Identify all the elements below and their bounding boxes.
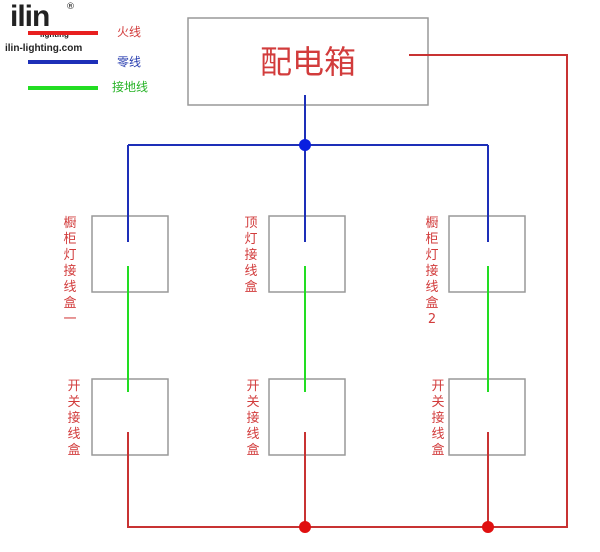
lower-box-1-label: 开关接线盒 — [67, 379, 81, 458]
live-junction-dot-right — [482, 521, 494, 533]
lower-box-2-label: 开关接线盒 — [246, 379, 260, 458]
distribution-box-label: 配电箱 — [259, 43, 356, 81]
registered-mark: ® — [66, 2, 75, 12]
live-wire — [127, 54, 568, 528]
upper-box-1 — [91, 215, 169, 293]
ground-wire — [127, 266, 489, 392]
brand-website: ilin-lighting.com — [5, 43, 83, 54]
upper-box-2-label: 顶灯接线盒 — [244, 216, 258, 295]
legend-label-live: 火线 — [117, 25, 142, 39]
lower-box-3-label: 开关接线盒 — [431, 379, 445, 458]
upper-box-1-label: 橱柜灯接线盒一 — [63, 216, 77, 327]
upper-box-3-label: 橱柜灯接线盒2 — [425, 216, 439, 327]
brand-logo: ilin — [10, 0, 50, 33]
neutral-junction-dot — [299, 139, 311, 151]
lower-box-1 — [91, 378, 169, 456]
legend-label-neutral: 零线 — [117, 55, 142, 69]
upper-box-2 — [268, 215, 346, 293]
live-junction-dot-center — [299, 521, 311, 533]
lower-box-2 — [268, 378, 346, 456]
distribution-box — [187, 17, 429, 106]
legend-label-ground: 接地线 — [112, 80, 149, 94]
